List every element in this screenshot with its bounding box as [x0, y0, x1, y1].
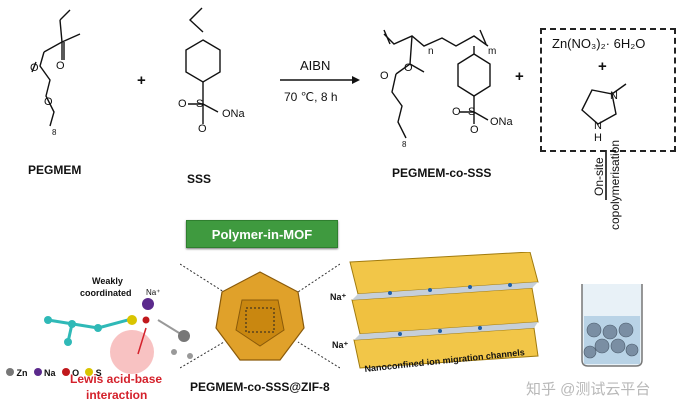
conditions-label: 70 ℃, 8 h	[284, 90, 338, 104]
sss-label: SSS	[187, 172, 212, 186]
product-sulfur: S	[468, 106, 476, 118]
pegmem-subscript: 8	[52, 128, 57, 137]
plus-sign-3: +	[598, 58, 607, 75]
na-ion-top: Na⁺	[330, 292, 347, 302]
product-ether-o: O	[380, 70, 389, 82]
beaker-icon	[581, 284, 643, 367]
mof-crystal-svg	[180, 263, 340, 369]
pegmem-ester-o: O	[56, 60, 65, 72]
product-subscript: 8	[402, 140, 407, 149]
process-label-2: copolymerisation	[608, 139, 622, 230]
na-ion-bottom: Na⁺	[332, 340, 349, 350]
legend-na: Na	[33, 368, 56, 378]
product-ona: ONa	[490, 116, 513, 128]
ion-channels-svg	[349, 252, 539, 369]
methylimidazole-svg	[581, 83, 627, 125]
coordinated-label: coordinated	[80, 288, 132, 298]
zif-precursor-box: Zn(NO₃)₂· 6H₂O + N N H	[540, 28, 676, 152]
product-n: n	[428, 46, 434, 57]
product-ester-o: O	[404, 62, 413, 74]
pegmem-ether-o: O	[30, 62, 39, 74]
atom-legend: Zn Na O S	[6, 368, 102, 378]
sss-oxygen-bottom: O	[198, 123, 207, 135]
pegmem-label: PEGMEM	[28, 163, 82, 177]
zinc-nitrate-label: Zn(NO₃)₂· 6H₂O	[552, 36, 646, 51]
sss-sulfur: S	[196, 98, 204, 110]
process-label-1: On-site	[592, 157, 606, 196]
plus-sign-1: +	[137, 72, 146, 89]
sss-oxygen-left: O	[178, 98, 187, 110]
plus-sign-2: +	[515, 68, 524, 85]
legend-s: S	[85, 368, 102, 378]
initiator-label: AIBN	[300, 58, 331, 73]
imidazole-h: H	[594, 132, 602, 144]
watermark: 知乎 @测试云平台	[526, 381, 651, 398]
reaction-scheme-svg	[31, 7, 607, 200]
product-oxygen-left: O	[452, 106, 461, 118]
product-label: PEGMEM-co-SSS	[392, 166, 492, 180]
legend-o: O	[61, 368, 79, 378]
polymer-in-mof-badge: Polymer-in-MOF	[186, 220, 338, 248]
sss-ona: ONa	[222, 108, 245, 120]
pegmem-backbone	[43, 19, 63, 53]
product-ring	[457, 53, 491, 97]
product-m: m	[488, 46, 497, 57]
mof-label: PEGMEM-co-SSS@ZIF-8	[190, 380, 330, 394]
sss-ring	[185, 39, 221, 83]
lewis-label-2: interaction	[86, 388, 148, 402]
weakly-label: Weakly	[92, 276, 123, 286]
pegmem-chain-o: O	[44, 96, 53, 108]
product-oxygen-bottom: O	[470, 124, 479, 136]
interaction-model-svg	[44, 298, 193, 374]
product-backbone	[383, 33, 489, 47]
imidazole-n: N	[610, 90, 618, 102]
legend-zn: Zn	[6, 368, 28, 378]
na-ion-label: Na⁺	[146, 288, 161, 297]
lewis-label-1: Lewis acid-base	[70, 372, 163, 386]
imidazole-nh: N	[594, 120, 602, 132]
